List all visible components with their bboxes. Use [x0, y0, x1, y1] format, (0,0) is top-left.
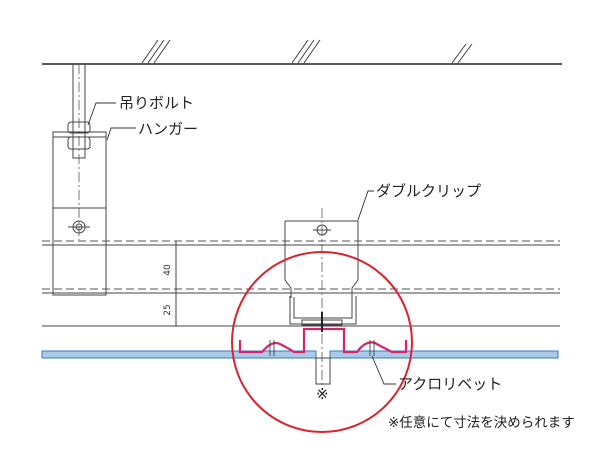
- note-text: ※任意にて寸法を決められます: [388, 414, 575, 431]
- dimension-40: 40: [163, 264, 173, 276]
- label-hanger: ハンガー: [138, 120, 198, 138]
- highlight-circle: [231, 251, 413, 433]
- dimension-25: 25: [163, 304, 173, 315]
- double-clip: [284, 220, 359, 326]
- label-acro-rivet: アクロリベット: [398, 375, 502, 393]
- acro-rivet-profile: [238, 327, 408, 354]
- ceiling-panels: [41, 350, 559, 385]
- note-mark: ※: [316, 385, 329, 403]
- rivets: [269, 340, 375, 356]
- rails: [42, 240, 560, 327]
- label-hanging-bolt: 吊りボルト: [119, 94, 194, 112]
- hanger: [52, 131, 107, 296]
- hanging-bolt: [67, 64, 91, 240]
- slab-hatch: [141, 39, 473, 64]
- label-double-clip: ダブルクリップ: [376, 182, 481, 200]
- leader-lines: [87, 102, 396, 385]
